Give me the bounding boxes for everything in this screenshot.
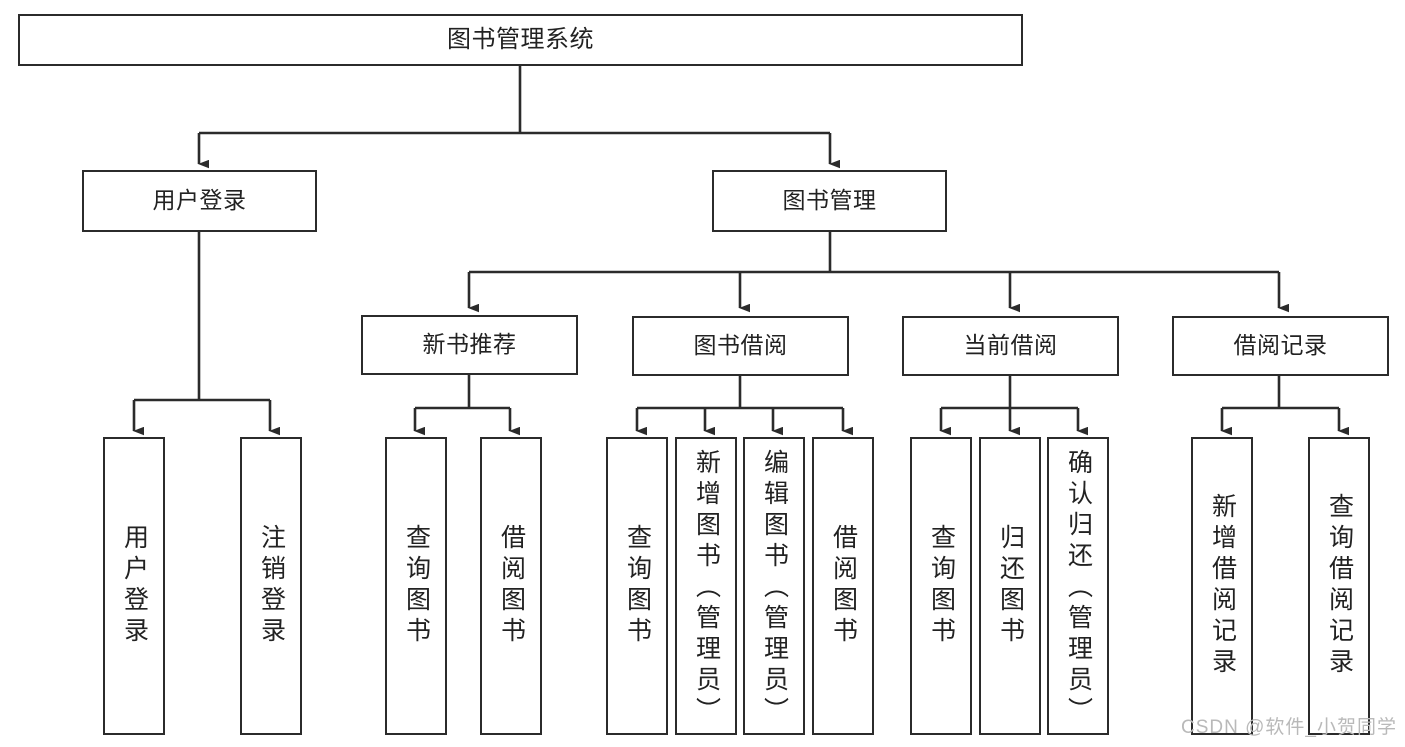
leaf-return-book[interactable]: 归还图书 (979, 437, 1041, 735)
node-label: 用户登录 (152, 187, 247, 214)
node-label: 编辑图书（管理员） (760, 449, 789, 728)
leaf-query-book-borrow[interactable]: 查询图书 (606, 437, 668, 735)
node-label: 借阅图书 (497, 524, 526, 648)
node-label: 新增图书（管理员） (692, 449, 721, 728)
node-label: 查询借阅记录 (1325, 493, 1354, 679)
node-borrow-record[interactable]: 借阅记录 (1172, 316, 1389, 376)
node-book-borrow[interactable]: 图书借阅 (632, 316, 849, 376)
node-label: 注销登录 (257, 524, 286, 648)
node-label: 查询图书 (927, 524, 956, 648)
leaf-borrow-book-recommend[interactable]: 借阅图书 (480, 437, 542, 735)
node-label: 图书管理系统 (447, 25, 594, 53)
leaf-query-book-recommend[interactable]: 查询图书 (385, 437, 447, 735)
node-label: 新增借阅记录 (1208, 493, 1237, 679)
leaf-add-borrow-record[interactable]: 新增借阅记录 (1191, 437, 1253, 735)
leaf-confirm-return-admin[interactable]: 确认归还（管理员） (1047, 437, 1109, 735)
node-label: 归还图书 (996, 524, 1025, 648)
node-label: 查询图书 (623, 524, 652, 648)
csdn-watermark: CSDN @软件_小贺同学 (1181, 717, 1397, 738)
node-label: 当前借阅 (963, 332, 1058, 359)
node-label: 图书借阅 (693, 332, 788, 359)
leaf-logout[interactable]: 注销登录 (240, 437, 302, 735)
node-label: 借阅记录 (1233, 332, 1328, 359)
node-label: 新书推荐 (422, 331, 517, 358)
node-label: 借阅图书 (829, 524, 858, 648)
leaf-edit-book-admin[interactable]: 编辑图书（管理员） (743, 437, 805, 735)
node-book-management[interactable]: 图书管理 (712, 170, 947, 232)
leaf-query-borrow-record[interactable]: 查询借阅记录 (1308, 437, 1370, 735)
leaf-query-book-current[interactable]: 查询图书 (910, 437, 972, 735)
node-current-borrow[interactable]: 当前借阅 (902, 316, 1119, 376)
node-label: 确认归还（管理员） (1064, 449, 1093, 728)
leaf-user-login[interactable]: 用户登录 (103, 437, 165, 735)
node-new-book-recommend[interactable]: 新书推荐 (361, 315, 578, 375)
leaf-add-book-admin[interactable]: 新增图书（管理员） (675, 437, 737, 735)
node-label: 用户登录 (120, 524, 149, 648)
node-root-system[interactable]: 图书管理系统 (18, 14, 1023, 66)
node-user-login[interactable]: 用户登录 (82, 170, 317, 232)
node-label: 查询图书 (402, 524, 431, 648)
leaf-borrow-book[interactable]: 借阅图书 (812, 437, 874, 735)
node-label: 图书管理 (782, 187, 877, 214)
